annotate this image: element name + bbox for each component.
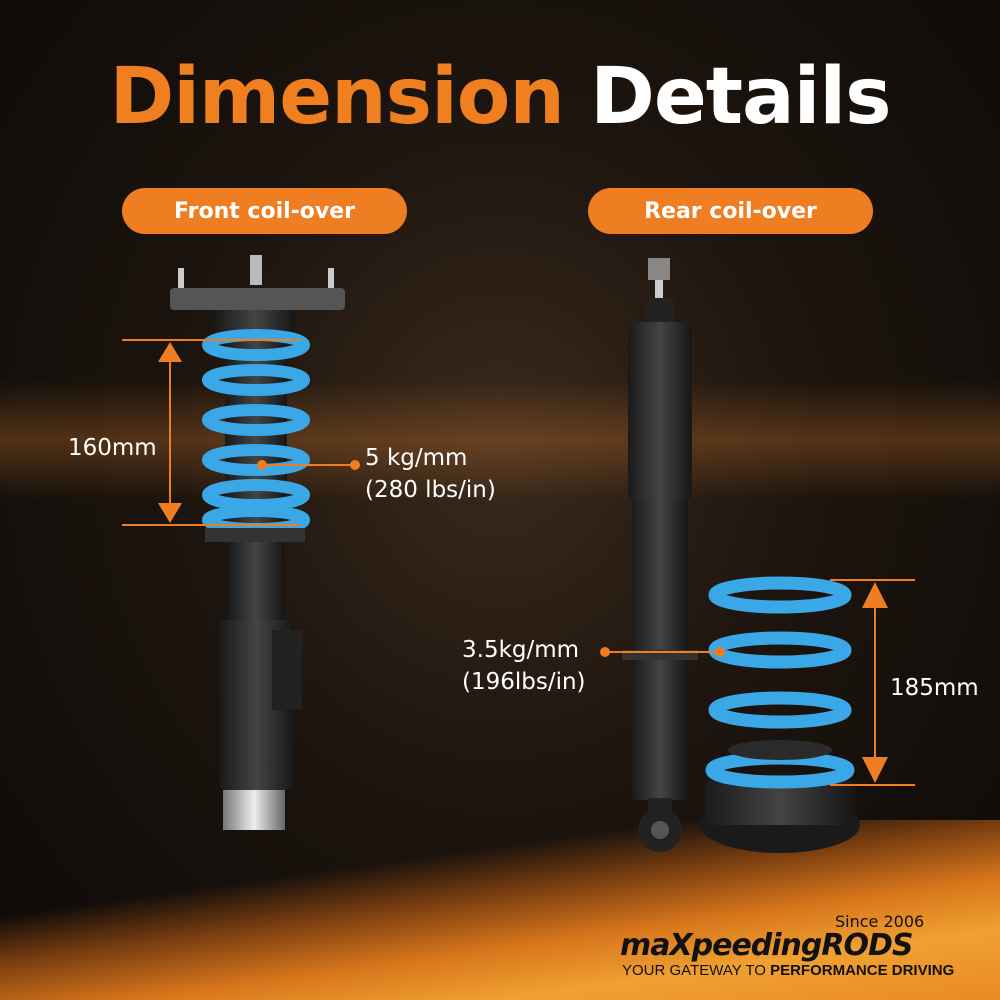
tagline-bold: PERFORMANCE DRIVING bbox=[770, 962, 955, 979]
brand-since: Since 2006 bbox=[835, 912, 925, 931]
tagline-light: YOUR GATEWAY TO bbox=[622, 962, 766, 979]
rear-spring-rate-imperial: (196lbs/in) bbox=[462, 669, 586, 695]
rear-shock bbox=[622, 258, 698, 852]
front-coilover-badge: Front coil-over bbox=[122, 188, 407, 234]
title-dimension: Dimension bbox=[109, 52, 564, 142]
rear-dimension-arrow bbox=[600, 579, 915, 786]
title-details: Details bbox=[590, 52, 891, 142]
rear-coilover-badge: Rear coil-over bbox=[588, 188, 873, 234]
page-title: Dimension Details bbox=[0, 52, 1000, 142]
rear-spring-rate: 3.5kg/mm bbox=[462, 637, 580, 663]
background-light-streak bbox=[0, 820, 1000, 1000]
front-spring-rate-imperial: (280 lbs/in) bbox=[365, 477, 496, 503]
rear-length-label: 185mm bbox=[890, 675, 979, 701]
brand-name: maXpeedingRODS bbox=[620, 928, 914, 963]
front-length-label: 160mm bbox=[68, 435, 157, 461]
brand-tagline: YOUR GATEWAY TO PERFORMANCE DRIVING bbox=[622, 962, 954, 979]
front-dimension-arrow bbox=[122, 339, 360, 526]
front-coilover bbox=[170, 255, 345, 830]
front-spring-rate: 5 kg/mm bbox=[365, 445, 468, 471]
rear-spring bbox=[700, 576, 860, 853]
background-road bbox=[0, 380, 1000, 500]
